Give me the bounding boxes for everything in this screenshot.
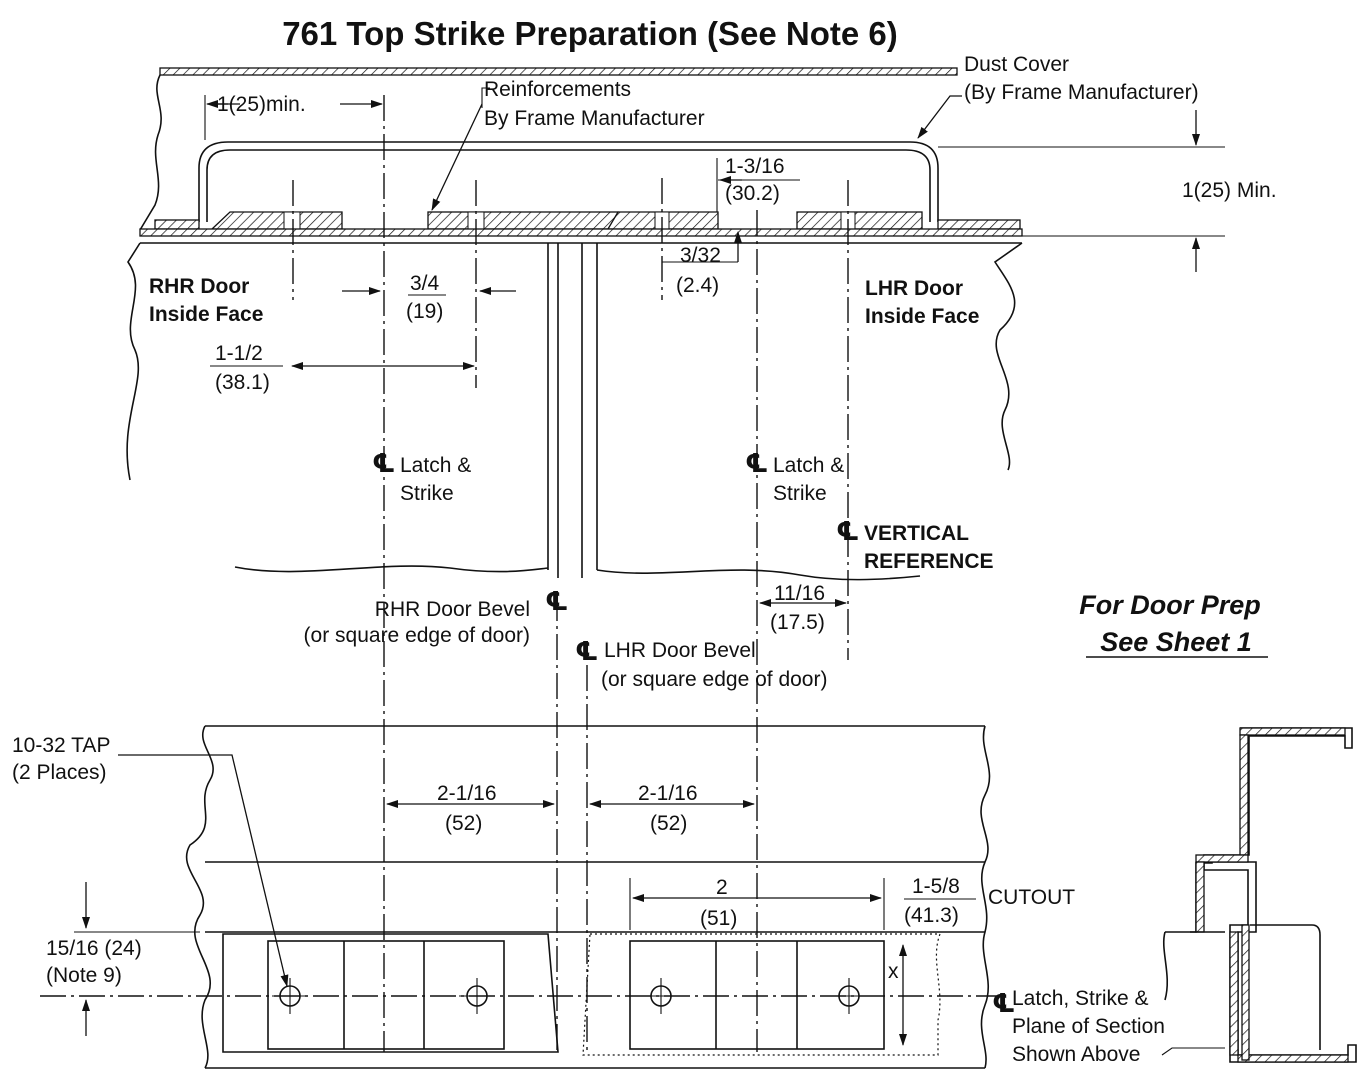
lhr-inside-face-label: LHR Door [865, 277, 963, 300]
dim-2-1-16-right: 2-1/16 [638, 782, 698, 805]
reinforcements-label: Reinforcements [484, 78, 631, 101]
latch-strike-label-sub: Strike [400, 482, 454, 505]
lhr-door-bottom-break [596, 569, 921, 581]
cl-symbol-rhr: ℄ [372, 448, 395, 478]
frame-head-section: 1(25) Min. [126, 67, 1277, 581]
dim-1-25-min-upper: 1(25) Min. [1182, 179, 1277, 202]
dim-1-3-16: 1-3/16 [725, 155, 785, 178]
reinforcement-block [427, 211, 619, 230]
dim-3-4: 3/4 [410, 272, 440, 295]
dim-30-2: (30.2) [725, 182, 780, 205]
cl-symbol-lhr-bevel: ℄ [575, 636, 598, 666]
dim-11-16: 11/16 [774, 582, 825, 605]
dim-41-3: (41.3) [904, 904, 959, 927]
lhr-cutout [582, 933, 941, 1056]
note-9: (Note 9) [46, 964, 122, 987]
cl-symbol-rhr-bevel: ℄ [545, 586, 568, 616]
dust-cover-inner [206, 149, 931, 222]
plan-right-break [980, 725, 991, 1069]
dim-1-25-min: 1(25)min. [217, 93, 306, 116]
latch-strike-label: Latch & [773, 454, 844, 477]
door-prep-see-sheet: See Sheet 1 [1100, 627, 1252, 657]
dim-2-4: (2.4) [676, 274, 719, 297]
tap-label-sub: (2 Places) [12, 761, 107, 784]
dim-2-1-16-left: 2-1/16 [437, 782, 497, 805]
dim-15-16: 15/16 (24) [46, 937, 142, 960]
tap-label: 10-32 TAP [12, 734, 110, 757]
dim-19: (19) [406, 300, 443, 323]
tap-hole [831, 978, 867, 1014]
strike-plan-view [40, 725, 1005, 1069]
latch-strike-label: Latch & [400, 454, 471, 477]
dim-1-5-8: 1-5/8 [912, 875, 960, 898]
dust-cover-label: Dust Cover [964, 53, 1069, 76]
cl-symbol-lhr: ℄ [745, 448, 768, 478]
dim-1-1-2: 1-1/2 [215, 342, 263, 365]
plan-left-break [185, 725, 214, 1069]
tap-hole [459, 978, 495, 1014]
tap-hole [643, 978, 679, 1014]
right-break-line [993, 242, 1023, 471]
cl-symbol-vertical: ℄ [836, 516, 859, 546]
dim-52-right: (52) [650, 812, 687, 835]
dim-3-32: 3/32 [680, 244, 721, 267]
frame-plate [139, 228, 1023, 237]
dim-17-5: (17.5) [770, 611, 825, 634]
latch-strike-label-sub: Strike [773, 482, 827, 505]
section-label-3: Shown Above [1012, 1043, 1140, 1066]
rhr-door-break [126, 242, 141, 481]
cutout-label: CUTOUT [988, 886, 1075, 909]
left-break-line [139, 74, 162, 231]
reinforcement-block [937, 219, 1021, 230]
rhr-bevel-label: RHR Door Bevel [375, 598, 530, 621]
dust-cover-outer [198, 141, 939, 222]
frame-top-strip [159, 67, 958, 76]
dim-51: (51) [700, 907, 737, 930]
rhr-door-bottom-break [234, 565, 549, 573]
rhr-cutout [222, 933, 559, 1053]
rhr-inside-face-label: RHR Door [149, 275, 249, 298]
page-title: 761 Top Strike Preparation (See Note 6) [282, 15, 898, 52]
lhr-bevel-label-sub: (or square edge of door) [601, 668, 827, 691]
dim-2: 2 [716, 876, 728, 899]
section-label-2: Plane of Section [1012, 1015, 1165, 1038]
dust-cover-label-sub: (By Frame Manufacturer) [964, 81, 1199, 104]
reinforcement-block [154, 219, 200, 230]
rhr-bevel-label-sub: (or square edge of door) [304, 624, 530, 647]
vertical-reference-label-sub: REFERENCE [864, 550, 994, 573]
lhr-inside-face-label-sub: Inside Face [865, 305, 979, 328]
cl-symbol-section: ℄ [992, 988, 1015, 1018]
lhr-bevel-label: LHR Door Bevel [604, 639, 756, 662]
reinforcements-label-sub: By Frame Manufacturer [484, 107, 705, 130]
section-label: Latch, Strike & [1012, 987, 1149, 1010]
dim-38-1: (38.1) [215, 371, 270, 394]
reinforcement-block [210, 211, 343, 230]
dim-x: x [888, 960, 899, 983]
lhr-strike-plate [629, 940, 885, 1050]
reinforcement-block [796, 211, 923, 230]
dim-52-left: (52) [445, 812, 482, 835]
rhr-inside-face-label-sub: Inside Face [149, 303, 263, 326]
vertical-reference-label: VERTICAL [864, 522, 969, 545]
door-prep-note: For Door Prep [1079, 590, 1261, 620]
rhr-strike-plate [267, 940, 505, 1050]
tap-hole [272, 978, 308, 1014]
frame-section-profile [1162, 727, 1357, 1063]
